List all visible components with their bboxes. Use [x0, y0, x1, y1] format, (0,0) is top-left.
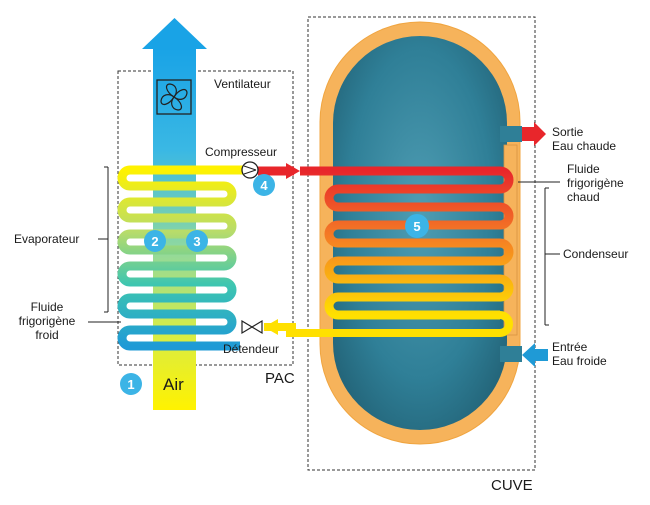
fluide-chaud-label-2: frigorigène: [567, 176, 624, 190]
fan-icon: [156, 79, 192, 115]
entree-label-1: Entrée: [552, 340, 588, 354]
condenseur-label: Condenseur: [563, 247, 628, 261]
sortie-label-2: Eau chaude: [552, 139, 616, 153]
air-label: Air: [163, 375, 184, 394]
condenser-coil: [300, 166, 514, 320]
badge-4: 4: [253, 174, 275, 196]
fluide-froid-label-1: Fluide: [31, 300, 64, 314]
ventilateur-label: Ventilateur: [214, 77, 271, 91]
badge-1: 1: [120, 373, 142, 395]
fluide-chaud-label-1: Fluide: [567, 162, 600, 176]
badge-5: 5: [405, 214, 429, 238]
fluide-froid-label-3: froid: [35, 328, 58, 342]
svg-text:3: 3: [193, 234, 200, 249]
fluide-froid-label-2: frigorigène: [19, 314, 76, 328]
svg-text:5: 5: [413, 219, 420, 234]
svg-text:1: 1: [127, 377, 134, 392]
compresseur-label: Compresseur: [205, 145, 277, 159]
badge-3: 3: [186, 230, 208, 252]
detendeur-label: Détendeur: [223, 342, 279, 356]
expansion-valve-icon: [241, 319, 263, 335]
condenser-bracket: [544, 187, 560, 326]
cold-flow-arrow: [264, 319, 278, 335]
cold-water-in-arrow: [522, 343, 548, 367]
pac-frame: [117, 70, 294, 366]
cuve-label: CUVE: [491, 477, 533, 494]
hot-water-out-arrow: [522, 122, 546, 146]
pac-label: PAC: [265, 370, 295, 387]
evaporateur-label: Evaporateur: [14, 232, 79, 246]
entree-label-2: Eau froide: [552, 354, 607, 368]
evaporator-coil: [117, 165, 248, 351]
sortie-label-1: Sortie: [552, 125, 584, 139]
compressor-icon: [241, 161, 259, 179]
svg-text:2: 2: [151, 234, 158, 249]
evaporator-bracket: [98, 166, 109, 313]
fluide-chaud-label-3: chaud: [567, 190, 600, 204]
badge-2: 2: [144, 230, 166, 252]
hot-flow-arrow: [286, 163, 300, 179]
svg-text:4: 4: [260, 178, 268, 193]
